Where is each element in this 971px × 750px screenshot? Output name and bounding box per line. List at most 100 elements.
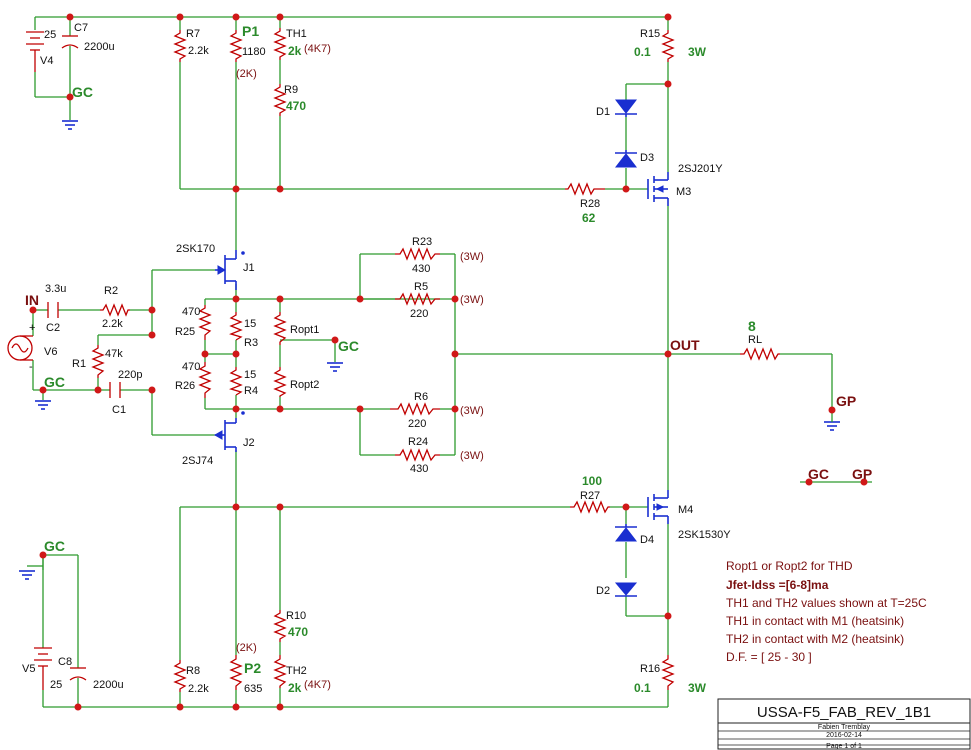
label-r16: R16 <box>640 663 660 675</box>
thermistor-th1 <box>273 28 287 60</box>
label-r8: R8 <box>186 665 200 677</box>
label-rl-val: 8 <box>748 318 756 334</box>
label-r23-val: 430 <box>412 263 430 275</box>
label-r16-val: 0.1 <box>634 681 651 695</box>
label-r28-val: 62 <box>582 211 596 225</box>
label-r24-w: (3W) <box>460 450 484 462</box>
diode-d1 <box>614 99 638 117</box>
battery-v5 <box>34 647 52 690</box>
resistor-r10 <box>273 610 287 642</box>
label-r6-w: (3W) <box>460 405 484 417</box>
resistor-r28 <box>565 182 605 196</box>
label-r3: R3 <box>244 337 258 349</box>
label-c7: C7 <box>74 22 88 34</box>
label-gc-mid: GC <box>338 338 359 354</box>
ground-symbol <box>18 570 36 580</box>
label-out: OUT <box>670 337 700 353</box>
label-m4-part: 2SK1530Y <box>678 529 731 541</box>
label-r16-w: 3W <box>688 681 707 695</box>
label-th2-alt: (4K7) <box>304 679 331 691</box>
ground-symbol <box>61 120 79 130</box>
label-m4: M4 <box>678 504 693 516</box>
resistor-rl <box>740 347 780 361</box>
resistor-r8 <box>173 660 187 692</box>
label-rl: RL <box>748 334 762 346</box>
resistor-r6 <box>390 402 440 416</box>
note-line: TH1 and TH2 values shown at T=25C <box>726 596 927 610</box>
resistor-r23 <box>395 247 440 261</box>
label-th1: TH1 <box>286 28 307 40</box>
label-p1-alt: (2K) <box>236 68 257 80</box>
label-r23: R23 <box>412 236 432 248</box>
capacitor-c1 <box>109 382 121 398</box>
resistor-p2 <box>229 655 243 690</box>
mosfet-m3 <box>647 172 669 206</box>
label-j1: J1 <box>243 262 255 274</box>
label-m3: M3 <box>676 186 691 198</box>
resistor-r7 <box>173 30 187 62</box>
label-r7-val: 2.2k <box>188 45 209 57</box>
junction-dots <box>29 13 868 711</box>
label-r15-w: 3W <box>688 45 707 59</box>
label-r8-val: 2.2k <box>188 683 209 695</box>
resistor-r1 <box>91 345 105 378</box>
label-r6-val: 220 <box>408 418 426 430</box>
label-r5: R5 <box>414 281 428 293</box>
label-gc-bot: GC <box>44 538 65 554</box>
label-r1-val: 47k <box>105 348 123 360</box>
ground-symbol <box>34 400 52 410</box>
label-r15: R15 <box>640 28 660 40</box>
ground-symbol <box>823 421 841 431</box>
label-r4-val: 15 <box>244 369 256 381</box>
note-line: D.F. = [ 25 - 30 ] <box>726 650 812 664</box>
semiconductors <box>18 99 841 597</box>
label-r1: R1 <box>72 358 86 370</box>
label-v4: V4 <box>40 55 53 67</box>
resistor-r2 <box>100 303 130 317</box>
mosfet-m4 <box>647 490 669 524</box>
label-d2: D2 <box>596 585 610 597</box>
label-th1-alt: (4K7) <box>304 43 331 55</box>
label-p2-alt: (2K) <box>236 642 257 654</box>
ac-source-v6 <box>7 335 33 361</box>
resistor-r26 <box>198 362 212 398</box>
label-r24-val: 430 <box>410 463 428 475</box>
battery-v4 <box>26 31 44 72</box>
label-j1-part: 2SK170 <box>176 243 215 255</box>
label-plus: + <box>29 322 35 334</box>
note-line: Ropt1 or Ropt2 for THD <box>726 559 853 573</box>
ground-symbol <box>326 362 344 372</box>
label-th1-val: 2k <box>288 44 302 58</box>
label-r27: R27 <box>580 490 600 502</box>
title-block: USSA-F5_FAB_REV_1B1 Fabien Tremblay 2016… <box>717 698 971 750</box>
capacitor-c7 <box>61 35 79 49</box>
label-p2-val: 635 <box>244 683 262 695</box>
label-p2: P2 <box>244 660 261 676</box>
label-c2-val: 3.3u <box>45 283 66 295</box>
wires <box>32 16 872 708</box>
label-m3-part: 2SJ201Y <box>678 163 723 175</box>
resistor-ropt1 <box>273 312 287 345</box>
label-v6: V6 <box>44 346 57 358</box>
label-c2: C2 <box>46 322 60 334</box>
note-line: Jfet-Idss =[6-8]ma <box>726 578 829 592</box>
resistor-r9 <box>273 84 287 116</box>
capacitor-c2 <box>47 302 59 318</box>
label-ropt1: Ropt1 <box>290 324 319 336</box>
label-r26: R26 <box>175 380 195 392</box>
label-j2: J2 <box>243 437 255 449</box>
label-r27-val: 100 <box>582 474 602 488</box>
resistor-r15 <box>661 30 675 62</box>
label-r7: R7 <box>186 28 200 40</box>
label-r5-val: 220 <box>410 308 428 320</box>
label-r9-val: 470 <box>286 99 306 113</box>
resistor-r3 <box>229 312 243 341</box>
label-d4: D4 <box>640 534 654 546</box>
label-r15-val: 0.1 <box>634 45 651 59</box>
title-block-title: USSA-F5_FAB_REV_1B1 <box>757 704 931 721</box>
resistor-r24 <box>395 448 440 462</box>
label-v5-val: 25 <box>50 679 62 691</box>
label-th2-val: 2k <box>288 681 302 695</box>
label-minus: - <box>29 361 33 373</box>
resistor-r5 <box>395 292 440 306</box>
